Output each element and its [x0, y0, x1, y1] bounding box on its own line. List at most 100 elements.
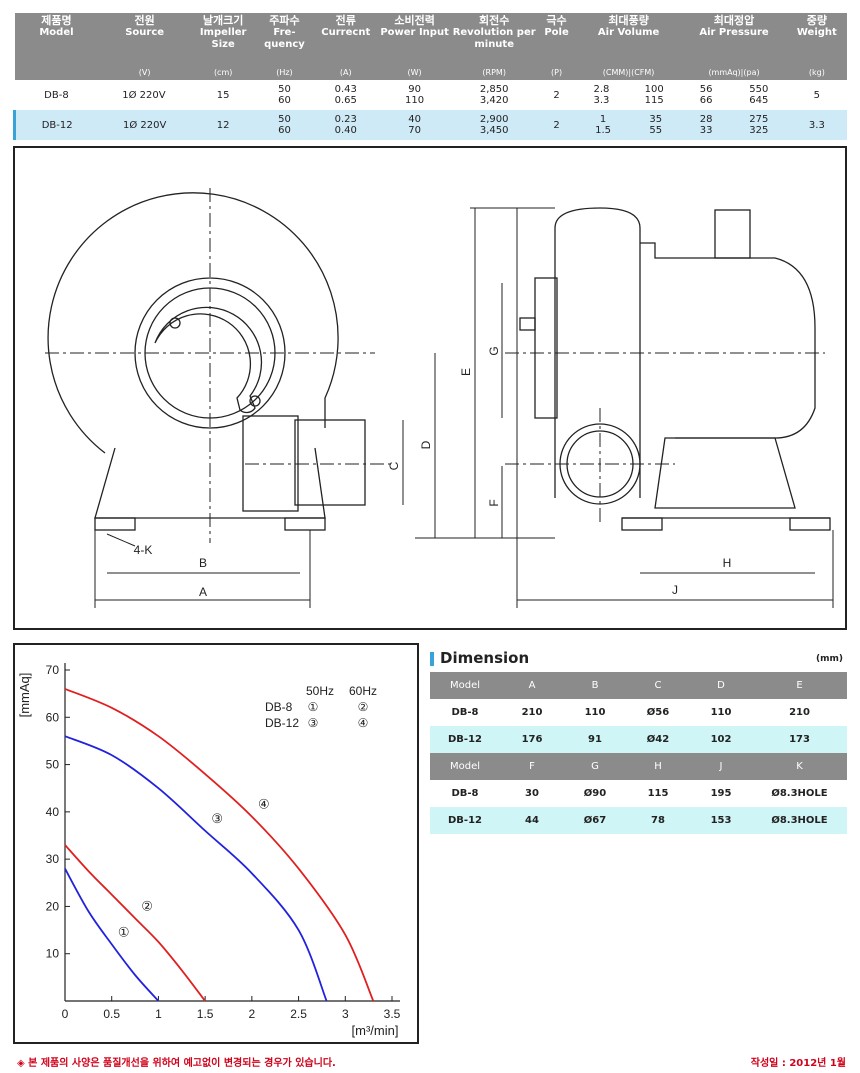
- cell-size: 12: [190, 110, 256, 140]
- cell-model: DB-12: [14, 110, 99, 140]
- dim-cell: Ø8.3HOLE: [752, 780, 847, 807]
- dim-row: DB-8 210 110 Ø56 110 210: [430, 699, 847, 726]
- dim-cell: 153: [690, 807, 752, 834]
- x-tick-label: 1: [155, 1007, 162, 1021]
- x-tick-label: 2: [249, 1007, 256, 1021]
- y-tick-label: 10: [46, 947, 60, 961]
- label-d: D: [419, 440, 433, 449]
- cell-pole: 2: [537, 110, 576, 140]
- dim-header-cell: J: [690, 753, 752, 780]
- blower-drawing-svg: A B C D E F G H J 4-K: [45, 188, 834, 608]
- side-flange: [534, 277, 558, 419]
- y-tick-label: 60: [46, 710, 60, 724]
- x-tick-label: 2.5: [290, 1007, 307, 1021]
- cell-size: 15: [190, 80, 256, 110]
- footer-note: ◈ 본 제품의 사양은 품질개선을 위하여 예고없이 변경되는 경우가 있습니다…: [17, 1058, 336, 1069]
- y-tick-label: 50: [46, 758, 60, 772]
- legend-row2-60: ④: [358, 716, 369, 730]
- dimension-title-bar: Dimension (mm): [430, 649, 847, 671]
- technical-drawing: A B C D E F G H J 4-K: [13, 146, 847, 630]
- dim-cell: 210: [752, 699, 847, 726]
- front-foot-right: [284, 517, 326, 531]
- dim-cell: DB-8: [430, 780, 500, 807]
- y-tick-label: 20: [46, 899, 60, 913]
- label-e: E: [459, 368, 473, 376]
- curve-4: [64, 688, 375, 1002]
- inlet-outer-ring: [134, 277, 286, 429]
- legend-row1-model: DB-8: [265, 700, 293, 714]
- y-tick-label: 70: [46, 663, 60, 677]
- label-a: A: [199, 585, 207, 599]
- front-foot-left: [94, 517, 136, 531]
- front-housing-outline: [47, 192, 339, 454]
- legend-row1-60: ②: [358, 700, 369, 714]
- y-axis-label: [mmAq]: [17, 673, 32, 718]
- legend-60hz: 60Hz: [349, 684, 377, 698]
- label-f: F: [487, 499, 501, 506]
- motor-terminal-box: [714, 209, 751, 259]
- inlet-flange: [154, 306, 263, 414]
- dim-header-cell: E: [752, 672, 847, 699]
- dim-header-cell: H: [626, 753, 690, 780]
- dim-header-cell: A: [500, 672, 564, 699]
- dim-cell: 30: [500, 780, 564, 807]
- motor-body: [640, 242, 816, 439]
- dim-cell: 195: [690, 780, 752, 807]
- dim-cell: DB-12: [430, 807, 500, 834]
- curve-label-1: ①: [118, 924, 130, 939]
- side-housing: [554, 207, 641, 498]
- side-outlet-circle-inner: [566, 430, 634, 498]
- dim-header-cell: G: [564, 753, 626, 780]
- dimension-table: Model A B C D E DB-8 210 110 Ø56 110 210…: [430, 672, 847, 834]
- dim-cell: 176: [500, 726, 564, 753]
- front-bolt-hole-2: [249, 395, 261, 407]
- graph-legend: 50Hz 60Hz DB-8 ① ② DB-12 ③ ④: [265, 684, 377, 730]
- label-c: C: [387, 461, 401, 470]
- leader-4k: [106, 533, 136, 547]
- dim-cell: 173: [752, 726, 847, 753]
- label-g: G: [487, 346, 501, 355]
- label-h: H: [723, 556, 732, 570]
- dim-cell: 78: [626, 807, 690, 834]
- dim-cell: Ø56: [626, 699, 690, 726]
- dim-cell: 110: [690, 699, 752, 726]
- side-foot-right: [789, 517, 831, 531]
- dim-cell: 102: [690, 726, 752, 753]
- curve-label-4: ④: [258, 797, 270, 812]
- cell-source: 1Ø 220V: [98, 80, 191, 110]
- dim-cell: Ø42: [626, 726, 690, 753]
- side-foot-left: [621, 517, 663, 531]
- x-tick-label: 0.5: [103, 1007, 120, 1021]
- label-j: J: [672, 583, 678, 597]
- dim-cell: 115: [626, 780, 690, 807]
- dim-header-cell: C: [626, 672, 690, 699]
- x-tick-label: 3: [342, 1007, 349, 1021]
- dim-header-cell: F: [500, 753, 564, 780]
- dimension-title: Dimension: [440, 649, 530, 667]
- dim-cell: Ø90: [564, 780, 626, 807]
- dim-cell: 91: [564, 726, 626, 753]
